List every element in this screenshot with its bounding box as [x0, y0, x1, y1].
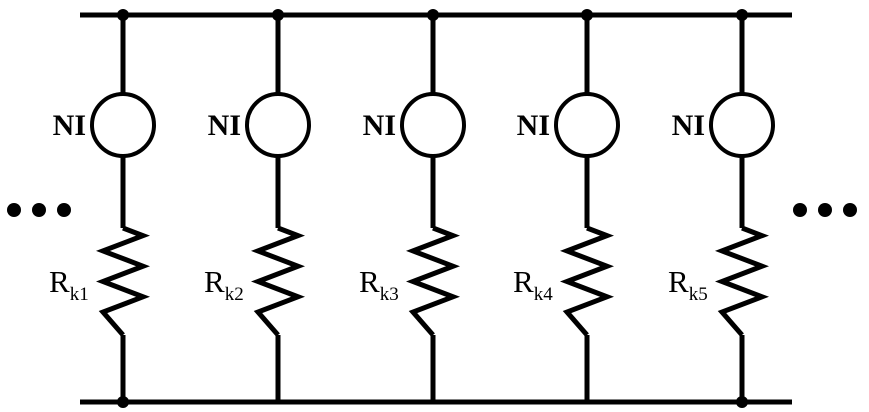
- resistor-symbol: [714, 225, 770, 337]
- resistor-label: Rk3: [359, 264, 399, 305]
- current-source-symbol: [245, 92, 311, 158]
- junction-node-top: [427, 9, 439, 21]
- resistor-label-sub: k1: [70, 284, 89, 305]
- resistor-symbol: [559, 225, 615, 337]
- junction-node-top: [272, 9, 284, 21]
- resistor-label: Rk5: [668, 264, 708, 305]
- ellipsis-left: [7, 203, 71, 217]
- resistor-symbol: [405, 225, 461, 337]
- current-source-symbol: [709, 92, 775, 158]
- resistor-label-main: R: [49, 264, 70, 299]
- resistor-symbol: [250, 225, 306, 337]
- junction-node-top: [581, 9, 593, 21]
- resistor-label-sub: k5: [689, 284, 708, 305]
- resistor-label: Rk1: [49, 264, 89, 305]
- resistor-label-main: R: [204, 264, 225, 299]
- current-source-symbol: [554, 92, 620, 158]
- branch-4: NI Rk4: [513, 9, 620, 402]
- junction-node-bottom: [117, 396, 129, 408]
- source-label: NI: [53, 109, 86, 142]
- junction-node-top: [117, 9, 129, 21]
- resistor-label: Rk2: [204, 264, 244, 305]
- resistor-label: Rk4: [513, 264, 553, 305]
- branch-1: NI Rk1: [49, 9, 156, 408]
- resistor-symbol: [95, 225, 151, 337]
- resistor-label-main: R: [668, 264, 689, 299]
- current-source-symbol: [90, 92, 156, 158]
- source-label: NI: [208, 109, 241, 142]
- branch-2: NI Rk2: [204, 9, 311, 402]
- branch-3: NI Rk3: [359, 9, 466, 402]
- branches: NI Rk1 NI Rk2 NI Rk3 NI Rk4 NI Rk5: [49, 9, 775, 408]
- resistor-label-main: R: [513, 264, 534, 299]
- current-source-symbol: [400, 92, 466, 158]
- resistor-label-sub: k2: [225, 284, 244, 305]
- junction-node-top: [736, 9, 748, 21]
- source-label: NI: [363, 109, 396, 142]
- resistor-label-main: R: [359, 264, 380, 299]
- ellipsis-right: [793, 203, 857, 217]
- resistor-label-sub: k4: [534, 284, 554, 305]
- branch-5: NI Rk5: [668, 9, 775, 408]
- resistor-label-sub: k3: [380, 284, 399, 305]
- source-label: NI: [672, 109, 705, 142]
- junction-node-bottom: [736, 396, 748, 408]
- source-label: NI: [517, 109, 550, 142]
